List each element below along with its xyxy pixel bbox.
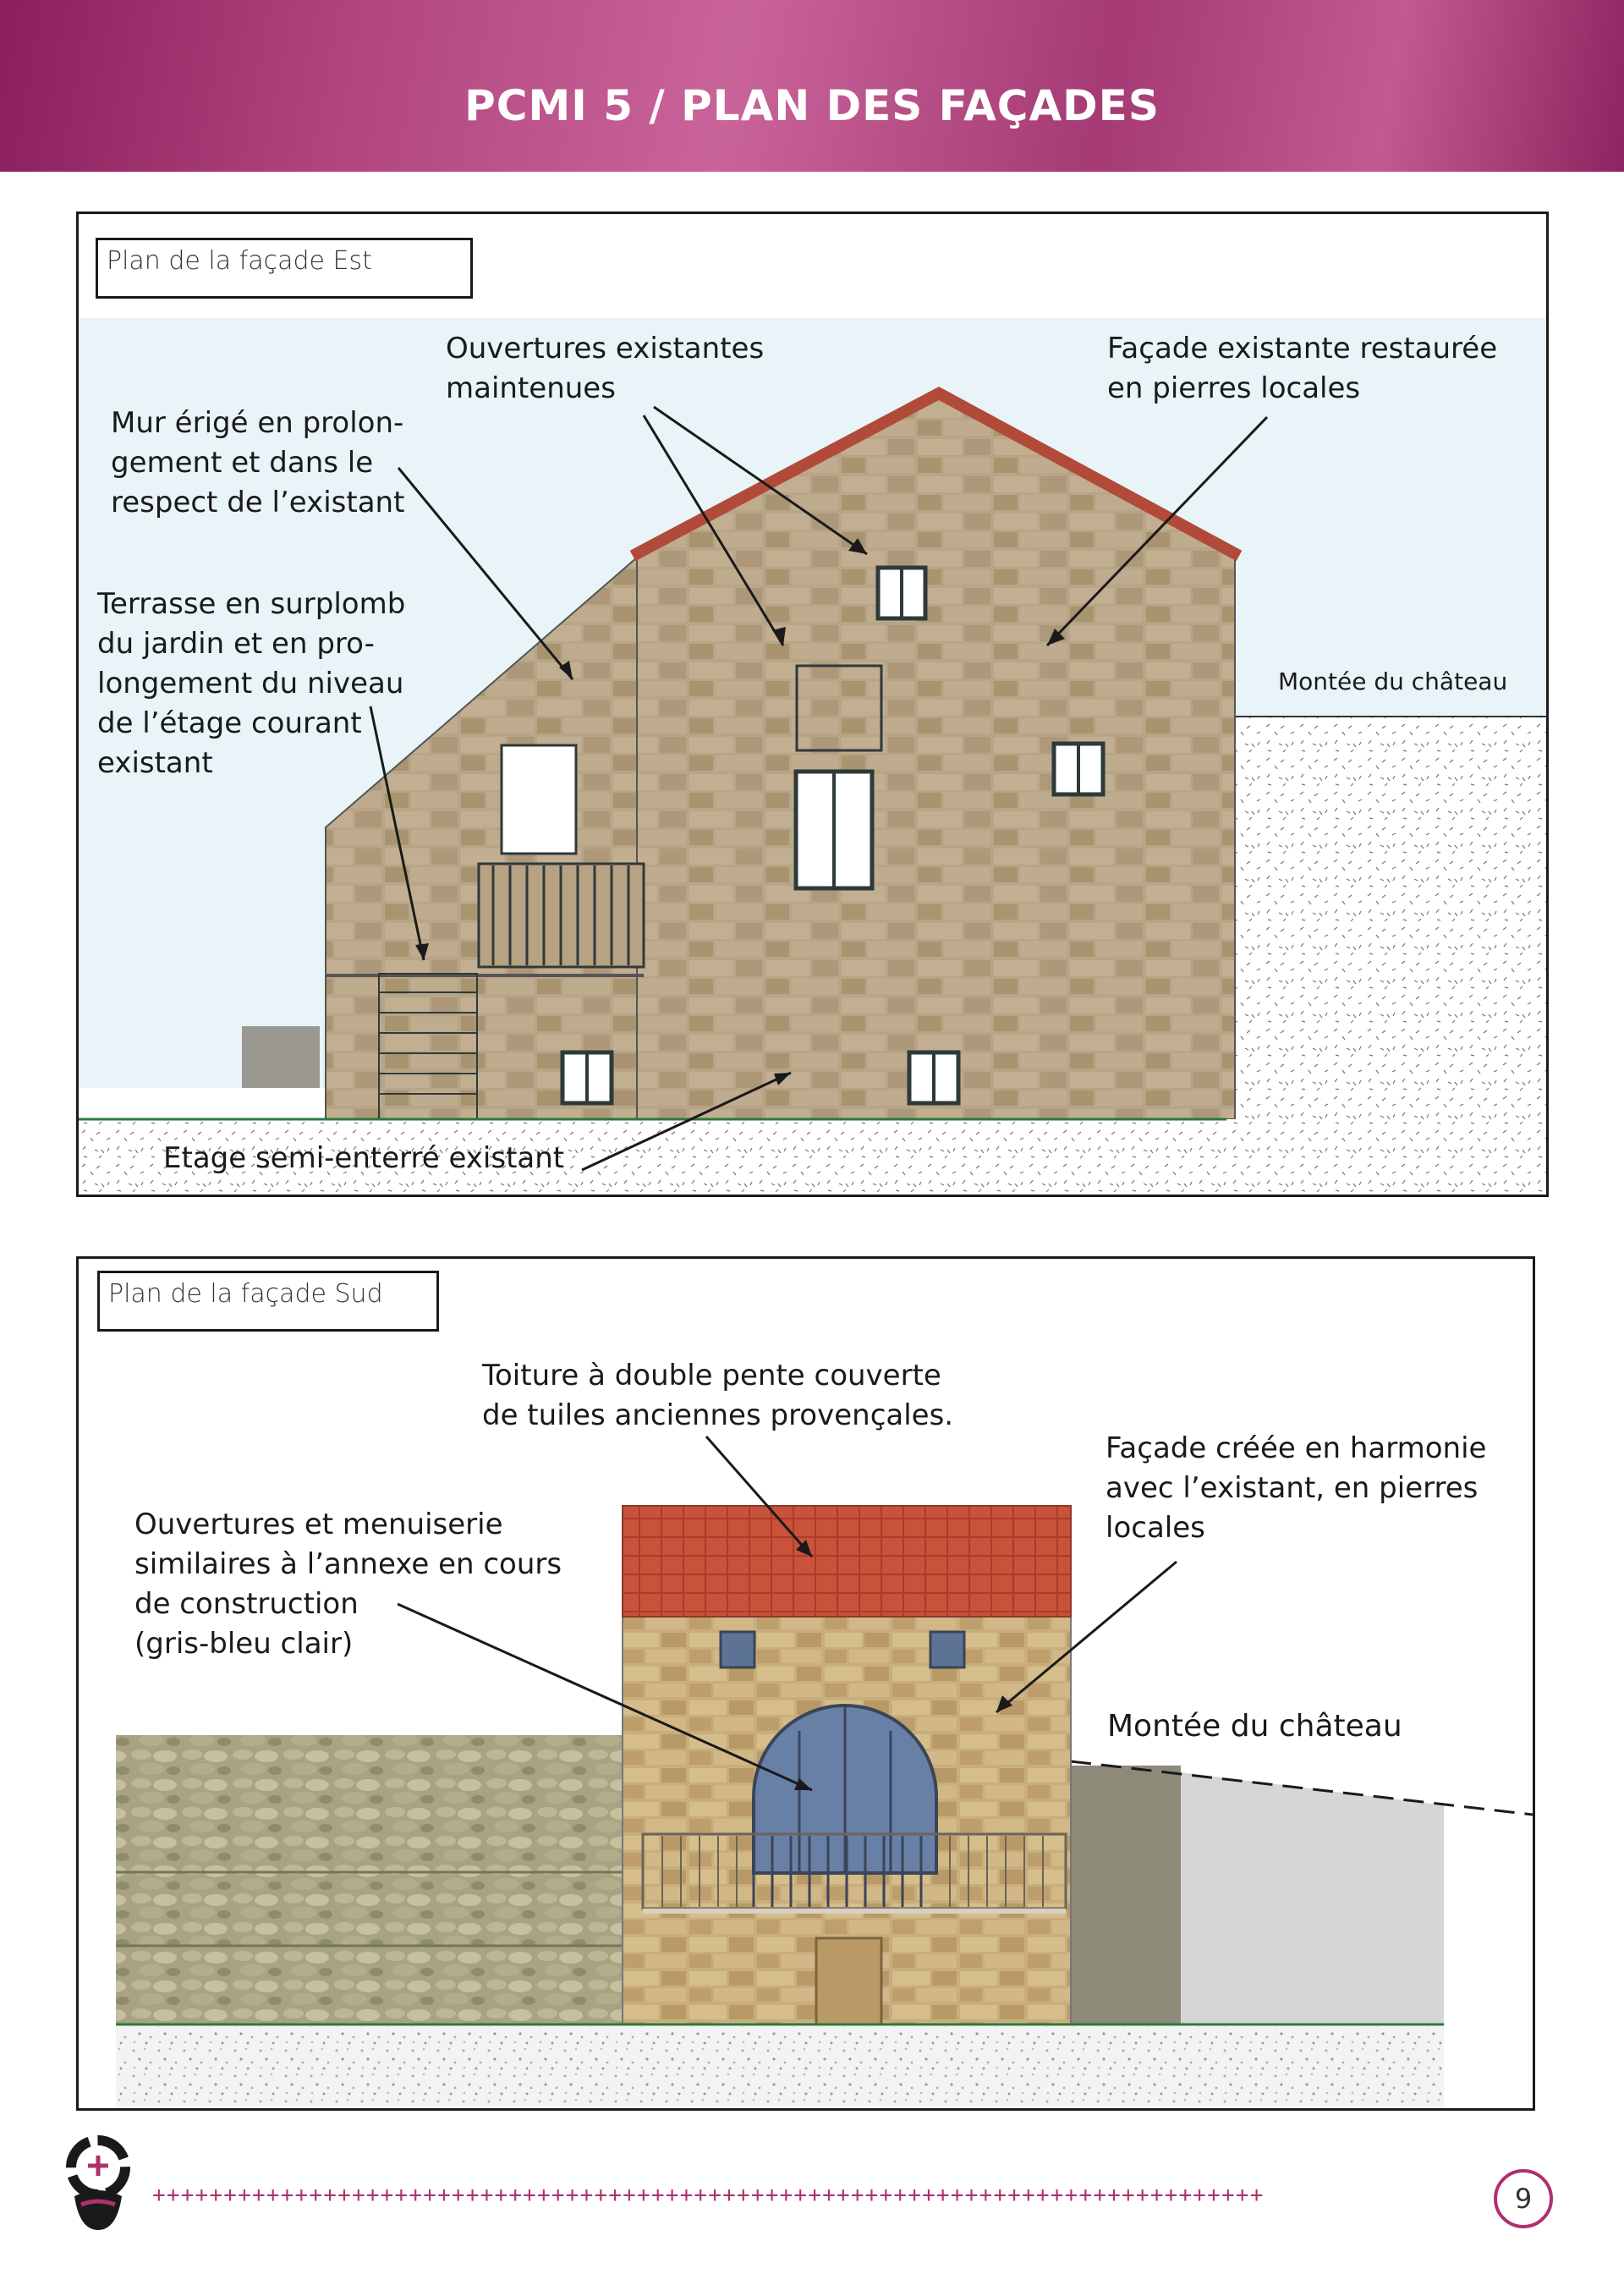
annotation-south-facade: Façade créée en harmonie avec l’existant…: [1106, 1431, 1487, 1545]
window-small-left: [719, 1630, 756, 1669]
south-roof: [622, 1505, 1072, 1618]
ground-gravel: [79, 1119, 1546, 1195]
road-label-south: Montée du château: [1107, 1709, 1402, 1744]
annotation-extension-wall: Mur érigé en prolon- gement et dans le r…: [111, 406, 405, 519]
road-label-east: Montée du château: [1278, 667, 1508, 695]
road-gravel: [1226, 717, 1546, 1195]
annotation-roof: Toiture à double pente couverte de tuile…: [482, 1359, 954, 1432]
brand-logo: [66, 2135, 130, 2230]
south-ground-gravel: [116, 2026, 1444, 2108]
annotation-openings-maintained: Ouvertures existantes maintenues: [446, 332, 765, 405]
roof: [629, 387, 1243, 562]
annotation-openings-joinery: Ouvertures et menuiserie similaires à l’…: [134, 1508, 562, 1661]
annotation-semi-basement: Etage semi-enterré existant: [163, 1141, 565, 1175]
footer-decoration: ++++++++++++++++++++++++++++++++++++++++…: [152, 2183, 1265, 2208]
south-facade-label: Plan de la façade Sud: [97, 1271, 439, 1332]
east-facade-drawing: [79, 318, 1546, 1195]
basement-door: [815, 1936, 883, 2026]
annotation-terrace: Terrasse en surplomb du jardin et en pro…: [97, 587, 406, 780]
page-number: 9: [1494, 2169, 1553, 2228]
side-stone-wall: [1071, 1766, 1181, 2024]
south-facade-panel: Plan de la façade Sud Toiture à double p…: [76, 1256, 1535, 2111]
page-title: PCMI 5 / PLAN DES FAÇADES: [464, 81, 1160, 130]
south-facade-drawing: [116, 1436, 1533, 2108]
blind-frame: [795, 664, 883, 752]
annotation-facade-restored: Façade existante restaurée en pierres lo…: [1107, 332, 1498, 405]
east-facade-panel: Plan de la façade Est Ouvertures existan…: [76, 211, 1549, 1197]
page-header: PCMI 5 / PLAN DES FAÇADES: [0, 0, 1624, 172]
east-facade-label: Plan de la façade Est: [96, 238, 473, 299]
south-leader-arrows: [397, 1436, 1177, 1792]
neighbour-volume: [1181, 1772, 1444, 2024]
extension-opening: [500, 744, 578, 855]
road-slope-line: [1070, 1760, 1533, 1816]
window-small-right: [929, 1630, 966, 1669]
low-wall: [242, 1026, 320, 1088]
dry-stone-wall: [116, 1735, 623, 2024]
leader-arrows: [369, 405, 1269, 1172]
